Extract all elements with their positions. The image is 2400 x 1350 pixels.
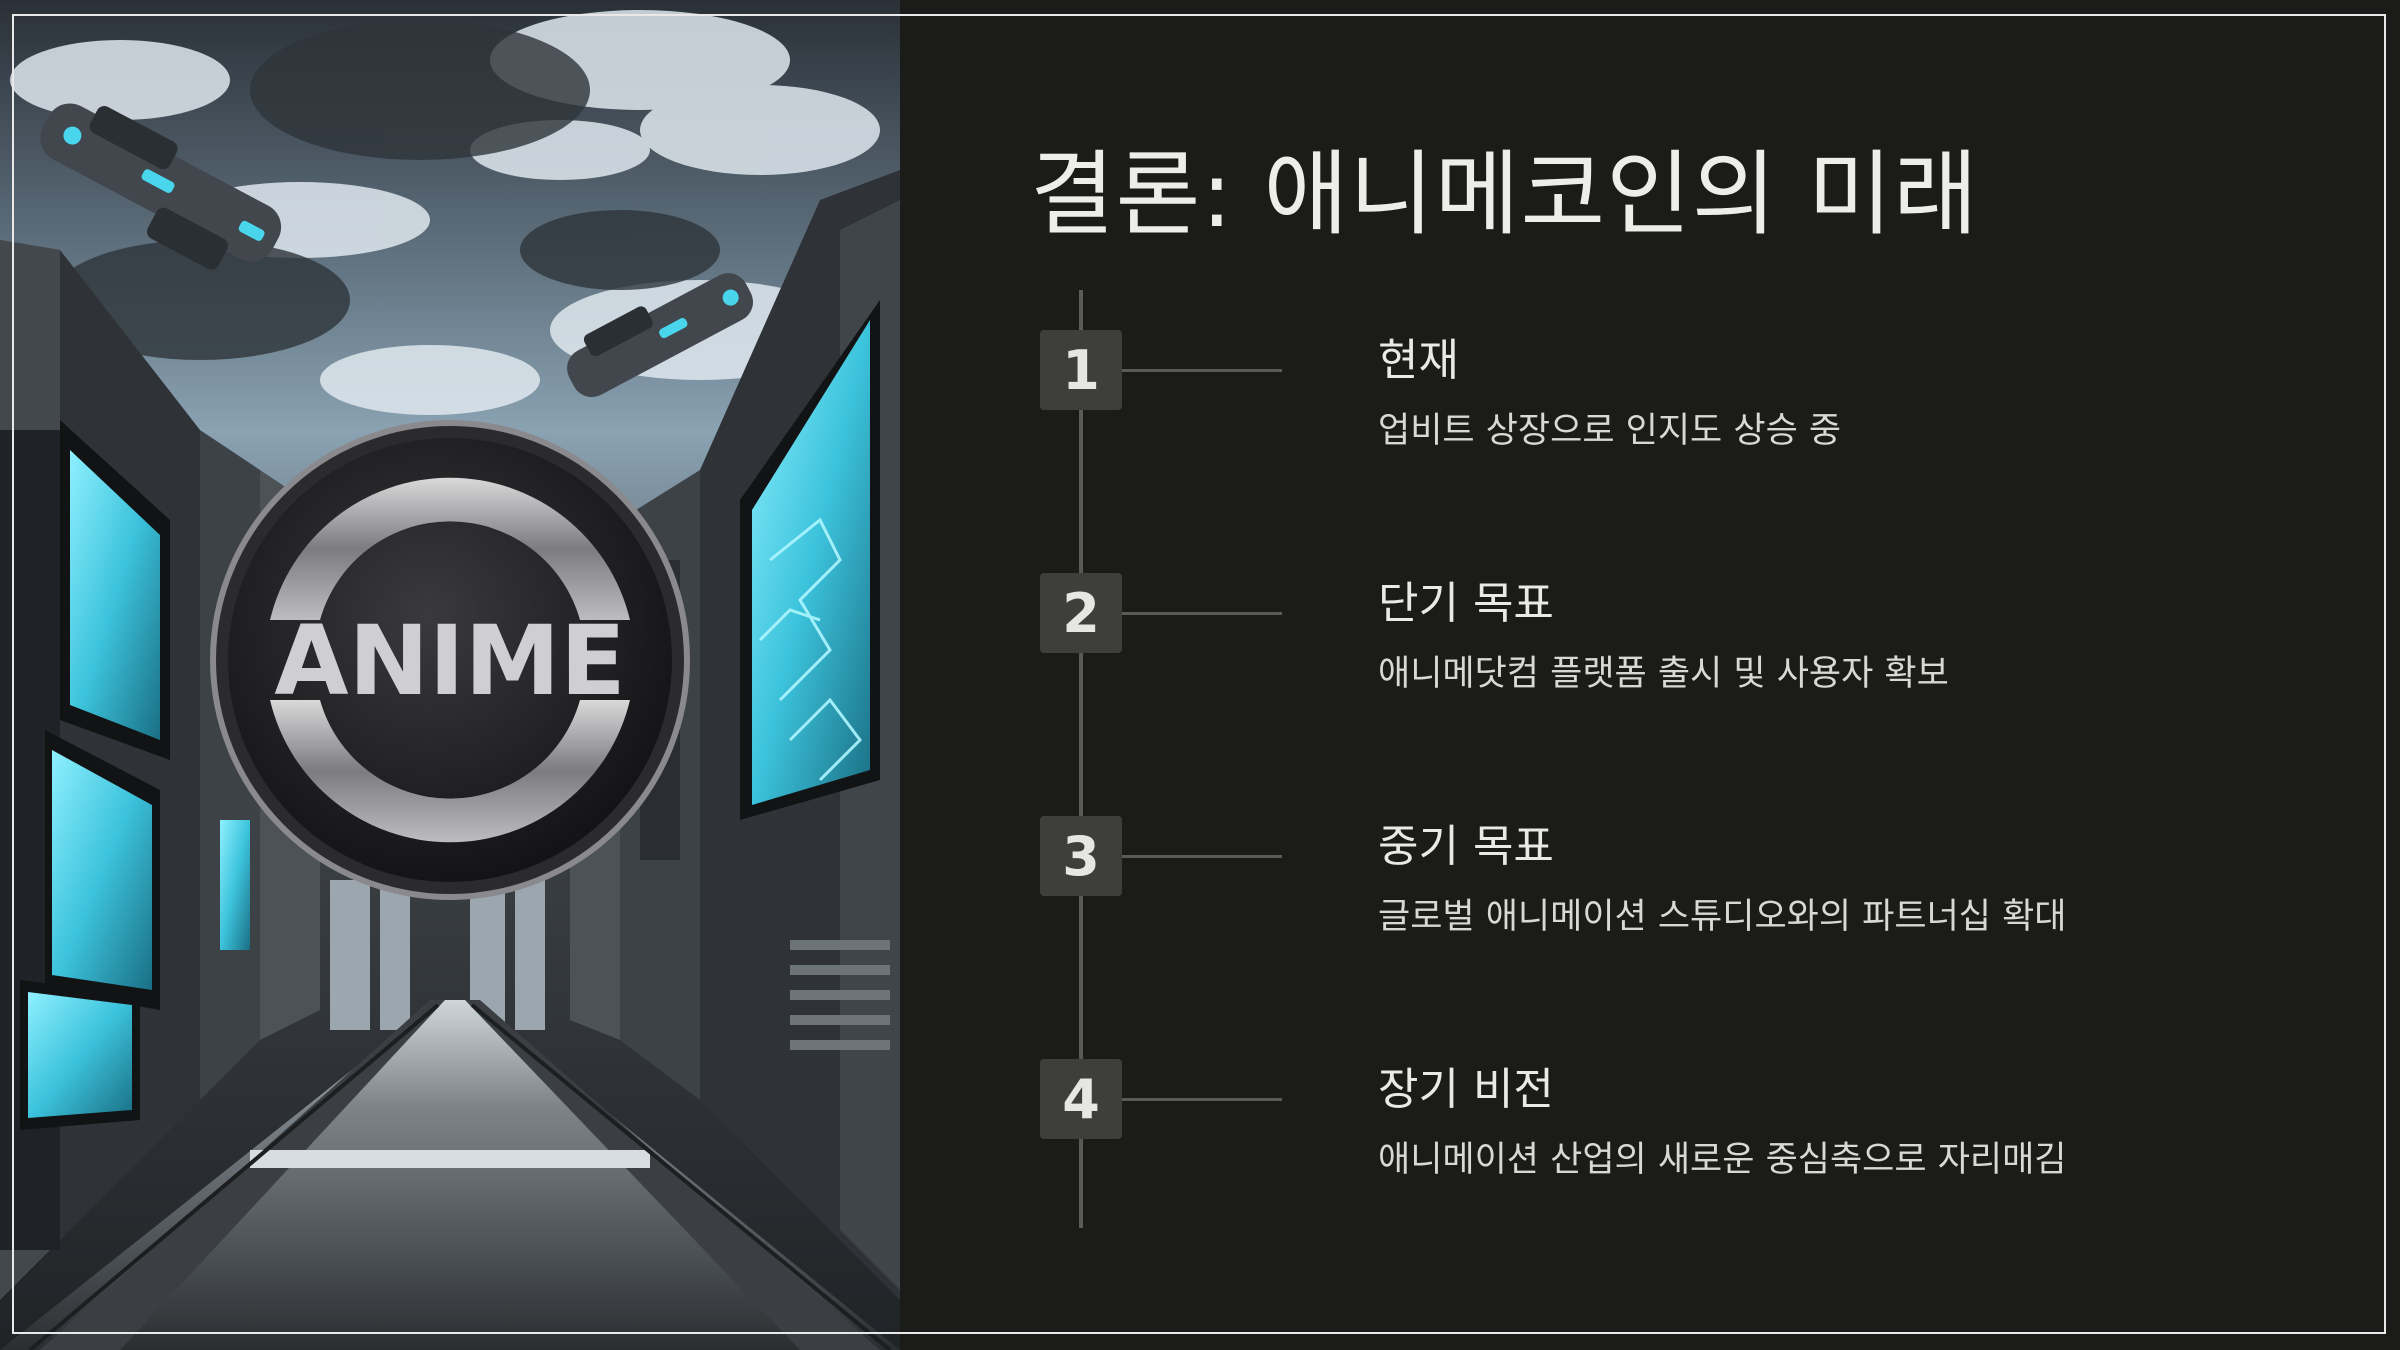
step-number-badge: 3	[1040, 816, 1122, 896]
step-description: 애니메닷컴 플랫폼 출시 및 사용자 확보	[1378, 654, 1949, 694]
step-heading: 중기 목표	[1378, 821, 1554, 872]
step-connector	[1122, 855, 1282, 858]
step-description: 글로벌 애니메이션 스튜디오와의 파트너십 확대	[1378, 897, 2067, 937]
step-heading: 장기 비전	[1378, 1064, 1554, 1115]
step-description: 업비트 상장으로 인지도 상승 중	[1378, 411, 1842, 451]
anime-coin-logo: ANIME	[210, 420, 690, 900]
step-number-badge: 4	[1040, 1059, 1122, 1139]
step-description: 애니메이션 산업의 새로운 중심축으로 자리매김	[1378, 1140, 2067, 1180]
step-heading: 현재	[1378, 335, 1459, 386]
step-heading: 단기 목표	[1378, 578, 1554, 629]
cityscape-image: ANIME	[0, 10, 900, 1350]
step-number-badge: 1	[1040, 330, 1122, 410]
hero-illustration: ANIME	[0, 0, 900, 1350]
step-connector	[1122, 612, 1282, 615]
timeline-step-1: 1 현재 업비트 상장으로 인지도 상승 중	[1040, 290, 2340, 490]
step-connector	[1122, 369, 1282, 372]
timeline-step-3: 3 중기 목표 글로벌 애니메이션 스튜디오와의 파트너십 확대	[1040, 776, 2340, 976]
coin-label: ANIME	[274, 605, 625, 717]
slide-title: 결론: 애니메코인의 미래	[1030, 141, 1979, 248]
content-panel: 결론: 애니메코인의 미래 1 현재 업비트 상장으로 인지도 상승 중 2 단…	[900, 0, 2400, 1350]
timeline-line	[1079, 290, 1083, 1228]
timeline-step-2: 2 단기 목표 애니메닷컴 플랫폼 출시 및 사용자 확보	[1040, 533, 2340, 733]
timeline-step-4: 4 장기 비전 애니메이션 산업의 새로운 중심축으로 자리매김	[1040, 1019, 2340, 1219]
step-number-badge: 2	[1040, 573, 1122, 653]
step-connector	[1122, 1098, 1282, 1101]
